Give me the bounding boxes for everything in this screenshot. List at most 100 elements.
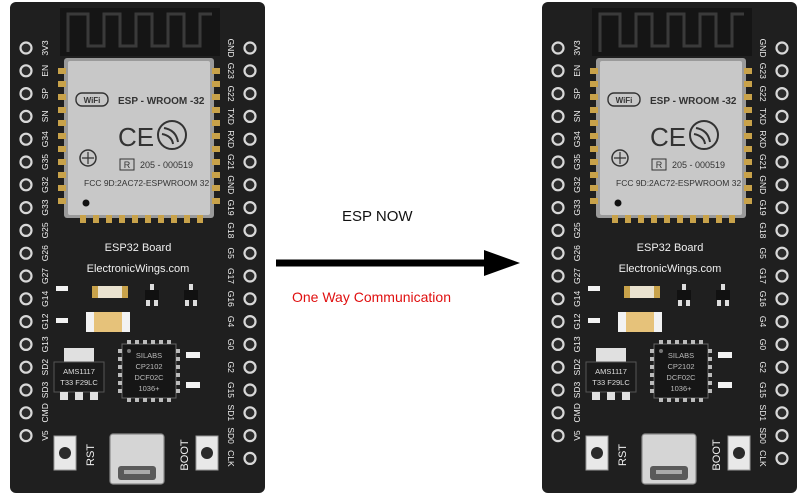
direction-label: One Way Communication <box>292 289 451 305</box>
regulator-lead <box>592 392 600 400</box>
header-pin <box>775 337 789 351</box>
transistor-lead <box>193 300 197 306</box>
left-pin-label: G25 <box>40 222 50 238</box>
module-pad <box>58 133 66 139</box>
usb-uart-chip <box>653 343 709 399</box>
header-pin <box>243 337 257 351</box>
smd-cap-end <box>122 286 128 298</box>
header-pin <box>775 269 789 283</box>
tantalum-capacitor <box>86 312 130 332</box>
header-pin <box>19 269 33 283</box>
header-pin <box>775 109 789 124</box>
header-pin <box>19 292 33 306</box>
header-pin <box>551 429 565 443</box>
right-pin-label: G21 <box>758 154 768 170</box>
header-pin <box>551 132 565 146</box>
left-pin-label: CMD <box>40 403 50 422</box>
right-pin-label: G23 <box>758 63 768 79</box>
module-pad <box>106 215 112 223</box>
module-pad <box>58 159 66 165</box>
right-pin-label: RXD <box>226 130 236 148</box>
chip-pin <box>708 365 712 369</box>
transistor-lead <box>725 300 729 306</box>
usb-chip-text: CP2102 <box>135 362 162 371</box>
smd-resistor <box>588 318 600 323</box>
regulator-tab <box>64 348 94 362</box>
right-pin-label: G2 <box>758 362 768 374</box>
left-pin-label: G13 <box>40 336 50 352</box>
board-name: ESP32 Board <box>105 242 172 254</box>
chip-pin <box>167 340 171 344</box>
right-pin-label: G17 <box>758 268 768 284</box>
module-pad <box>58 94 66 100</box>
right-pin-label: GND <box>226 175 236 194</box>
telec-mark-icon <box>79 149 97 167</box>
r-box <box>119 158 135 171</box>
smd-resistor <box>56 286 68 291</box>
transistor-lead <box>686 300 690 306</box>
r-box-text: R <box>124 160 131 170</box>
chip-pin <box>118 349 122 353</box>
module-pad <box>651 215 657 223</box>
chip-pin <box>650 357 654 361</box>
module-model: ESP - WROOM -32 <box>118 96 205 107</box>
chip-pin <box>127 398 131 402</box>
right-pin-label: TXD <box>758 108 768 125</box>
module-shield <box>600 61 742 215</box>
chip-pin <box>118 381 122 385</box>
module-pad <box>690 215 696 223</box>
right-pin-label: G0 <box>226 339 236 351</box>
chip-pin <box>691 340 695 344</box>
header-pin <box>551 360 565 374</box>
transistor-lead <box>185 300 189 306</box>
module-pad <box>58 146 66 152</box>
chip-pin <box>667 340 671 344</box>
left-pin-label: G26 <box>40 245 50 261</box>
right-pin-label: TXD <box>226 108 236 125</box>
telec-mark-cross <box>82 152 94 164</box>
module-pad <box>612 215 618 223</box>
smd-resistor <box>718 352 732 358</box>
module-pad <box>197 215 203 223</box>
module-pad <box>744 94 752 100</box>
header-pin <box>243 86 257 101</box>
header-pin <box>243 406 257 420</box>
right-pin-label: G19 <box>226 200 236 216</box>
header-pin <box>243 451 257 465</box>
module-pad <box>158 215 164 223</box>
tantalum-cap-end <box>654 312 662 332</box>
chip-pin <box>659 340 663 344</box>
r-box <box>651 158 667 171</box>
right-pin-label: G4 <box>226 316 236 328</box>
header-pin <box>551 383 565 397</box>
header-pin <box>19 246 33 260</box>
left-pin-label: G32 <box>572 177 582 193</box>
header-pin <box>775 383 789 397</box>
telec-mark-icon <box>611 149 629 167</box>
r-box-text: R <box>656 160 663 170</box>
smd-resistor <box>186 382 200 388</box>
module-pad <box>590 133 598 139</box>
right-pin-label: G2 <box>226 362 236 374</box>
chip-pin <box>708 349 712 353</box>
left-pin-label: G14 <box>40 291 50 307</box>
communication-arrow <box>276 250 520 276</box>
telec-mark-cross <box>614 152 626 164</box>
header-pin <box>243 178 257 192</box>
header-pin <box>775 86 789 101</box>
header-pin <box>19 86 33 101</box>
chip-pin <box>151 340 155 344</box>
left-pin-label: G34 <box>40 131 50 147</box>
header-pin <box>551 406 565 420</box>
header-pin <box>551 315 565 329</box>
rst-button-cap <box>591 447 603 459</box>
chip-pin <box>708 389 712 393</box>
left-pin-label: SD3 <box>572 381 582 398</box>
left-pin-label: G34 <box>572 131 582 147</box>
smd-cap-end <box>654 286 660 298</box>
module-pad <box>744 198 752 204</box>
header-pin <box>19 178 33 192</box>
chip-pin <box>151 398 155 402</box>
module-pad <box>212 120 220 126</box>
header-pin <box>775 360 789 374</box>
